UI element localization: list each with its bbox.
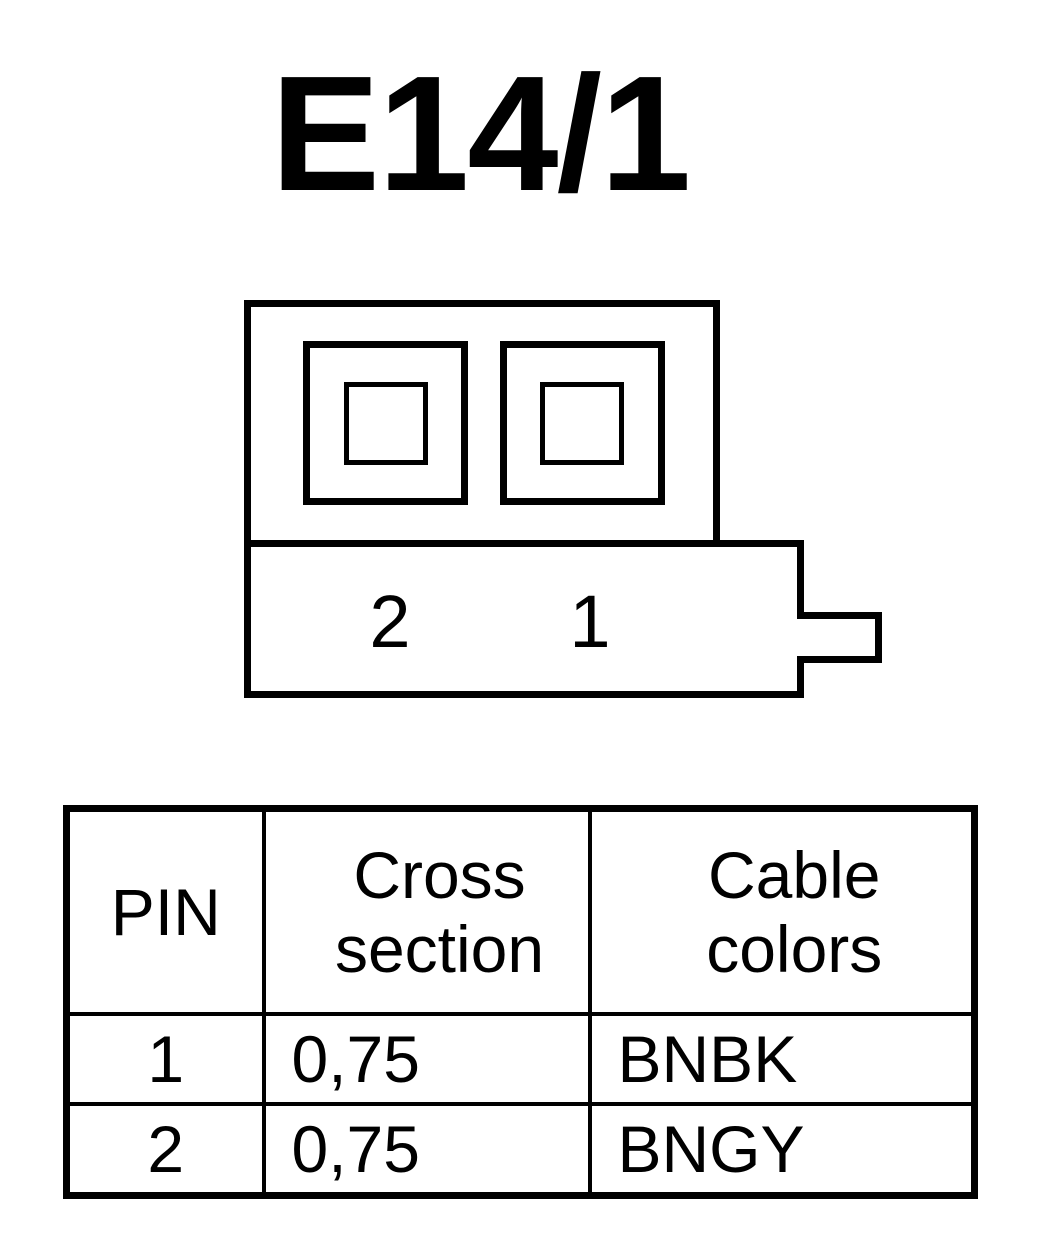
latch-tab-mask	[797, 619, 805, 656]
header-cable-colors: Cable colors	[587, 806, 977, 1016]
connector-pin-label-2: 2	[369, 580, 411, 663]
connector-pin-label-1: 1	[569, 580, 611, 663]
page-title: E14/1	[270, 42, 692, 225]
header-cross-section-line2: section	[334, 912, 545, 986]
header-cross-section-line1: Cross	[353, 838, 526, 912]
cell-cross-section: 0,75	[261, 1012, 592, 1106]
table-row: 1 0,75 BNBK	[64, 1012, 977, 1106]
header-cross-section-lines: Cross section	[292, 838, 588, 986]
header-cross-section: Cross section	[261, 806, 592, 1016]
connector-cavity-1-outer	[500, 341, 665, 505]
header-cable-colors-lines: Cable colors	[618, 838, 972, 986]
latch-tab-icon	[797, 612, 882, 663]
pin-assignment-table: PIN Cross section Cable colors 1	[63, 805, 978, 1199]
header-cable-colors-line2: colors	[706, 912, 883, 986]
body-junction-mask	[251, 534, 713, 541]
header-pin-label: PIN	[110, 875, 221, 949]
cell-pin: 1	[64, 1012, 266, 1106]
cell-cable-colors: BNBK	[587, 1012, 977, 1106]
cell-cable-colors: BNGY	[587, 1102, 977, 1198]
cell-pin: 2	[64, 1102, 266, 1198]
body-junction-line	[244, 540, 720, 547]
table-row: 2 0,75 BNGY	[64, 1102, 977, 1198]
connector-cavity-2-inner	[344, 382, 428, 465]
connector-cavity-1-inner	[540, 382, 624, 465]
connector-diagram: 2 1	[244, 300, 882, 698]
table-header-row: PIN Cross section Cable colors	[64, 806, 977, 1016]
connector-cavity-2-outer	[303, 341, 468, 505]
header-pin: PIN	[64, 806, 266, 1016]
connector-lower-body	[244, 540, 804, 698]
header-cable-colors-line1: Cable	[708, 838, 881, 912]
cell-cross-section: 0,75	[261, 1102, 592, 1198]
